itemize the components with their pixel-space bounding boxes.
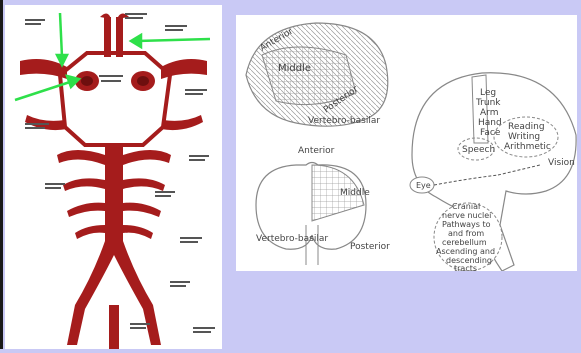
arrow-vertical [60,13,62,57]
vision-label: Vision [548,158,575,168]
cognitive-label-writing: Writing [508,132,540,142]
brainstem-label-2: Pathways to [442,220,491,229]
motor-label-trunk: Trunk [475,98,501,108]
brainstem-label-1: nerve nuclei [442,211,491,220]
motor-label-face: Face [480,128,501,138]
brain-territory-diagram: Anterior Middle Posterior Vertebro-basil… [236,15,577,271]
brainstem-label-7: tracts [454,264,477,271]
basilar-artery [57,143,171,243]
medial-vertebro-label: Vertebro-basilar [256,234,328,244]
arterial-circle-diagram [5,5,222,349]
cognitive-label-reading: Reading [508,122,545,132]
eye-label: Eye [416,181,431,190]
functional-map: Leg Trunk Arm Hand Face Reading Writing … [410,73,576,271]
lateral-middle-label: Middle [278,63,311,74]
brainstem-label-3: and from [448,229,484,238]
medial-posterior-label: Posterior [350,242,390,252]
lateral-brain-view: Anterior Middle Posterior Vertebro-basil… [246,23,388,126]
brainstem-label-4: cerebellum [442,238,487,247]
cognitive-label-arithmetic: Arithmetic [504,142,551,152]
brainstem-label-5: Ascending and [436,247,495,256]
speech-label: Speech [462,145,495,155]
brainstem-label-0: Cranial [452,202,480,211]
arterial-circle-panel [5,5,222,349]
medial-brain-view: Anterior Middle Vertebro-basilar Posteri… [256,146,390,265]
anterior-vessels [100,13,129,57]
arrow-horizontal [137,39,210,41]
medial-middle-label: Middle [340,188,370,198]
motor-label-hand: Hand [478,118,502,128]
lateral-vertebro-label: Vertebro-basilar [308,116,380,126]
motor-label-arm: Arm [480,108,498,118]
left-border [0,0,3,349]
motor-label-leg: Leg [480,88,496,98]
medial-anterior-label: Anterior [298,146,335,156]
arterial-circle-interior [60,53,170,145]
brain-territory-panel: Anterior Middle Posterior Vertebro-basil… [236,15,577,271]
